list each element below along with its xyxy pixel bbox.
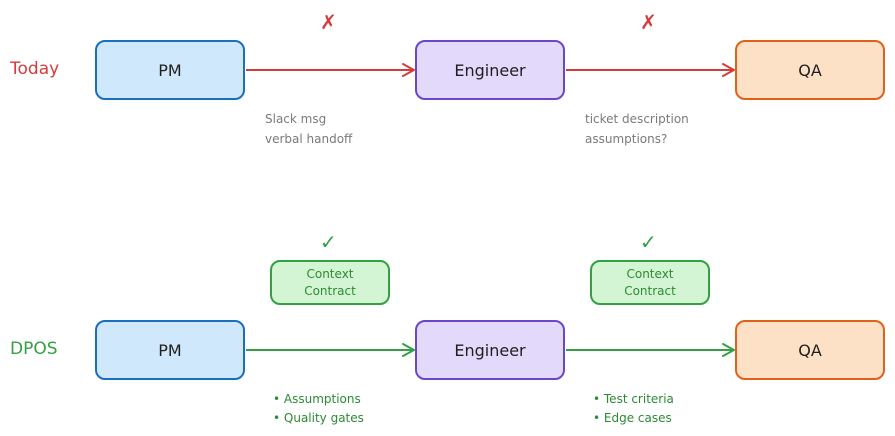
dpos-engineer-to-qa-items: • Test criteria • Edge cases — [593, 390, 674, 428]
dpos-bullet-item: • Quality gates — [273, 411, 364, 425]
dpos-row-label: DPOS — [10, 339, 58, 359]
today-note-line: verbal handoff — [265, 132, 353, 146]
context-contract-line: Context — [626, 266, 674, 281]
check-icon-2: ✓ — [640, 230, 657, 254]
today-pm-to-engineer-notes: Slack msg verbal handoff — [265, 109, 352, 149]
context-contract-box-2: Context Contract — [590, 260, 710, 305]
dpos-pm-node: PM — [95, 320, 245, 380]
dpos-qa-node: QA — [735, 320, 885, 380]
today-row-label: Today — [10, 59, 60, 79]
dpos-engineer-node: Engineer — [415, 320, 565, 380]
today-note-line: assumptions? — [585, 132, 668, 146]
dpos-pm-to-engineer-items: • Assumptions • Quality gates — [273, 390, 364, 428]
today-pm-node: PM — [95, 40, 245, 100]
today-note-line: Slack msg — [265, 112, 327, 126]
dpos-engineer-label: Engineer — [454, 340, 526, 360]
fail-x-icon-2: ✗ — [640, 10, 657, 34]
today-pm-label: PM — [158, 60, 182, 80]
dpos-pm-label: PM — [158, 340, 182, 360]
context-contract-line: Contract — [624, 283, 676, 298]
check-icon-1: ✓ — [320, 230, 337, 254]
today-note-line: ticket description — [585, 112, 689, 126]
today-qa-node: QA — [735, 40, 885, 100]
today-qa-label: QA — [798, 60, 822, 80]
dpos-bullet-item: • Test criteria — [593, 392, 674, 406]
fail-x-icon-1: ✗ — [320, 10, 337, 34]
context-contract-line: Contract — [304, 283, 356, 298]
context-contract-box-1: Context Contract — [270, 260, 390, 305]
dpos-qa-label: QA — [798, 340, 822, 360]
today-engineer-node: Engineer — [415, 40, 565, 100]
today-engineer-to-qa-notes: ticket description assumptions? — [585, 109, 689, 149]
context-contract-line: Context — [306, 266, 354, 281]
today-engineer-label: Engineer — [454, 60, 526, 80]
dpos-bullet-item: • Assumptions — [273, 392, 361, 406]
dpos-bullet-item: • Edge cases — [593, 411, 672, 425]
